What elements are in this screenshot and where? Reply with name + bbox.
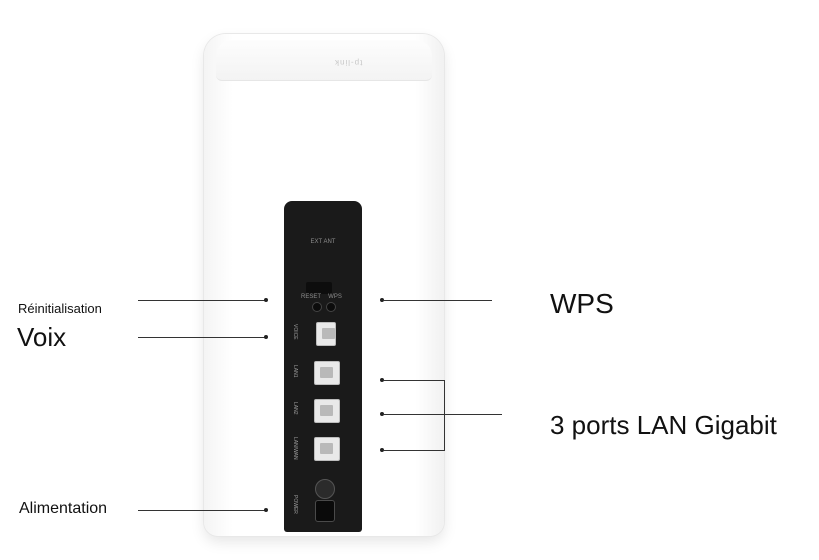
lan1-callout-line [384, 380, 444, 381]
lan2-port [314, 399, 340, 423]
power-callout-label: Alimentation [19, 500, 108, 517]
port-panel: EXT ANT RESET WPS VOICE LAN1 LAN2 LAN/WA… [284, 201, 362, 532]
reset-callout-line [138, 300, 266, 301]
voice-port-label: VOICE [292, 324, 298, 340]
lan1-port [314, 361, 340, 385]
lan2-callout-dot [380, 412, 384, 416]
voice-port [316, 322, 336, 346]
power-label: POWER [292, 495, 298, 514]
ext-ant-label: EXT ANT [310, 239, 336, 245]
reset-callout-label: Réinitialisation [18, 301, 102, 316]
router-top-cap: tp-link [216, 40, 432, 81]
power-button [315, 479, 335, 499]
lan-wan-port-label: LAN/WAN [292, 437, 298, 460]
voice-callout-label: Voix [17, 322, 67, 352]
power-jack [315, 500, 335, 522]
ext-ant-slot [306, 282, 332, 294]
lan2-callout-line [384, 414, 444, 415]
voice-callout-dot [264, 335, 268, 339]
reset-callout-dot [264, 298, 268, 302]
lan-bracket [444, 380, 445, 451]
brand-logo: tp-link [333, 58, 362, 67]
lan-callout-line [444, 414, 502, 415]
lan-wan-callout-line [384, 450, 444, 451]
wps-callout-line [384, 300, 492, 301]
lan2-port-label: LAN2 [292, 402, 298, 415]
lan1-port-label: LAN1 [292, 365, 298, 378]
lan-wan-port [314, 437, 340, 461]
power-callout-line [138, 510, 266, 511]
lan1-callout-dot [380, 378, 384, 382]
lan-callout-label: 3 ports LAN Gigabit [550, 410, 777, 440]
reset-button [312, 302, 322, 312]
wps-callout-dot [380, 298, 384, 302]
wps-callout-label: WPS [550, 288, 614, 319]
power-callout-dot [264, 508, 268, 512]
reset-label: RESET [300, 294, 321, 300]
lan-wan-callout-dot [380, 448, 384, 452]
wps-label: WPS [328, 294, 342, 300]
wps-button [326, 302, 336, 312]
voice-callout-line [138, 337, 266, 338]
